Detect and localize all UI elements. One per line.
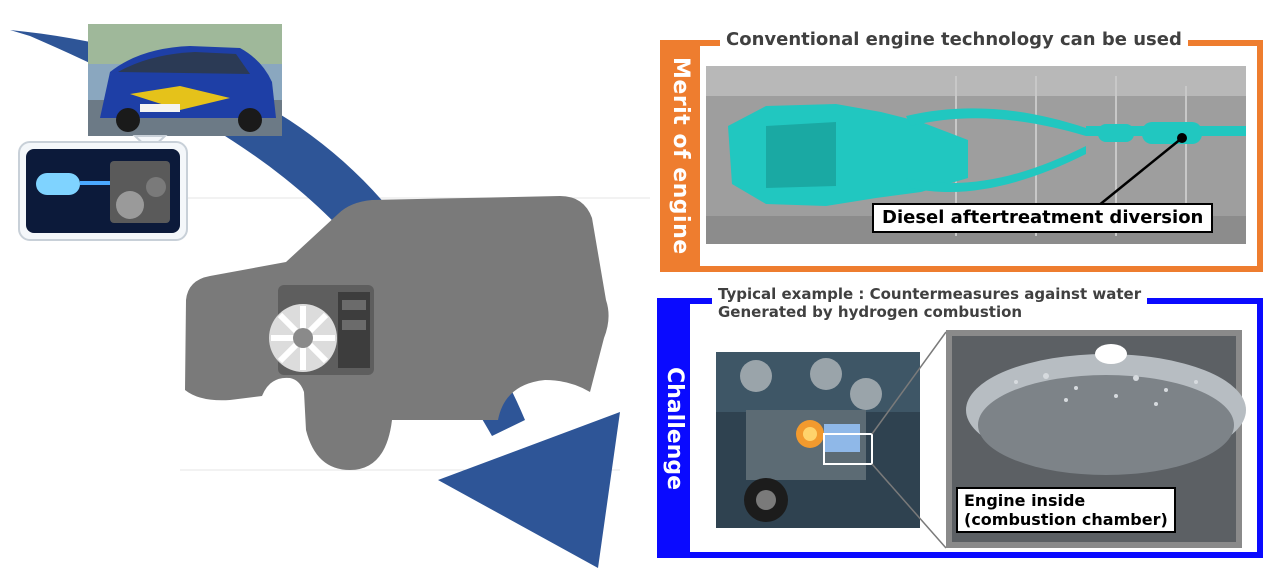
challenge-title-line2: Generated by hydrogen combustion — [718, 303, 1023, 321]
merit-side-bar — [660, 40, 700, 272]
zoom-highlight — [823, 433, 873, 465]
diesel-callout: Diesel aftertreatment diversion — [872, 203, 1214, 233]
exhaust-pipe — [906, 146, 1086, 193]
hydrogen-engine-image — [26, 149, 180, 233]
challenge-title: Typical example : Countermeasures agains… — [712, 285, 1148, 321]
engine-image — [269, 285, 374, 375]
catalytic-converter — [1142, 122, 1202, 144]
engine-callout-bubble — [18, 141, 188, 241]
chamber-callout-line1: Engine inside — [964, 491, 1086, 510]
race-car-photo — [88, 24, 282, 136]
left-illustration — [10, 24, 650, 568]
exhaust-pipe — [906, 108, 1086, 136]
curved-arrow-head — [438, 412, 620, 568]
challenge-side-bar — [657, 298, 690, 558]
merit-title: Conventional engine technology can be us… — [720, 29, 1188, 51]
merit-side-label: Merit of engine — [668, 57, 693, 255]
chamber-callout-line2: (combustion chamber) — [964, 510, 1168, 529]
challenge-side-label: Challenge — [662, 366, 687, 490]
challenge-title-line1: Typical example : Countermeasures agains… — [718, 285, 1142, 303]
vehicle-silhouette — [185, 196, 609, 470]
chamber-callout: Engine inside (combustion chamber) — [956, 487, 1176, 533]
engine-cutaway-image — [716, 352, 920, 528]
